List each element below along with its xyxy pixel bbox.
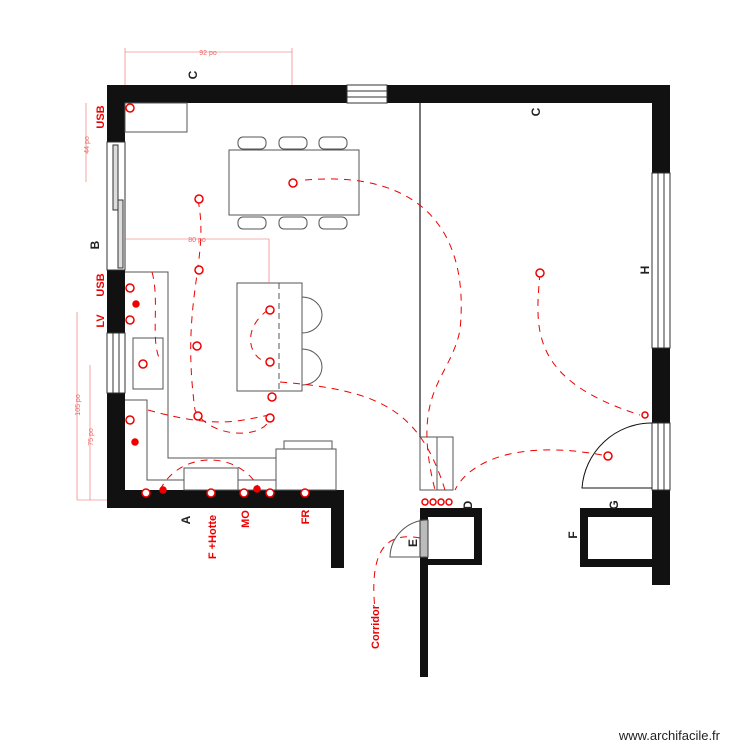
- label-corridor: Corridor: [370, 604, 382, 649]
- label-lv: LV: [95, 314, 107, 328]
- dimension-left-lower-outer: 105 po: [75, 394, 82, 416]
- wall-label-c-top: C: [186, 70, 200, 79]
- dimension-top: 92 po: [199, 50, 217, 57]
- furniture: [124, 102, 653, 558]
- watermark: www.archifacile.fr: [618, 728, 721, 743]
- label-mo: MO: [240, 510, 252, 528]
- kitchen-island: [236, 282, 303, 392]
- wall-label-d: D: [461, 500, 475, 509]
- wall-label-h: H: [638, 266, 652, 275]
- light-fixtures: [138, 178, 613, 461]
- dining-table: [228, 149, 360, 216]
- dimension-left-lower-inner: 75 po: [88, 428, 95, 446]
- label-usb-top: USB: [95, 105, 107, 128]
- outlets: [125, 103, 649, 506]
- electrical-circuits: [147, 178, 641, 611]
- wall-label-c-room: C: [529, 107, 543, 116]
- wall-label-b: B: [88, 240, 102, 249]
- wall-label-e: E: [406, 539, 420, 547]
- dimension-left-upper: 44 po: [84, 136, 91, 154]
- dimension-table: 80 po: [188, 237, 206, 244]
- wall-label-g: G: [607, 500, 621, 509]
- wall-label-f: F: [566, 531, 580, 538]
- walls: [107, 85, 670, 677]
- label-fr: FR: [300, 510, 312, 525]
- room-interiors: [428, 517, 652, 559]
- label-usb-mid: USB: [95, 273, 107, 296]
- windows: [106, 84, 671, 558]
- wall-label-a: A: [179, 515, 193, 524]
- label-f-hotte: F +Hotte: [207, 515, 219, 559]
- chairs: [237, 136, 348, 230]
- dimension-lines: [76, 48, 293, 501]
